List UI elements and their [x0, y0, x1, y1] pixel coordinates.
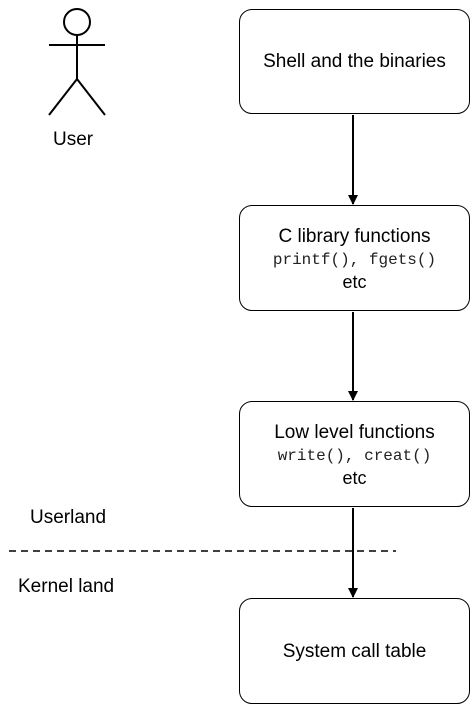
- low-level-box-note: etc: [342, 467, 367, 488]
- low-level-box-title: Low level functions: [274, 421, 435, 443]
- user-actor-icon: [48, 8, 106, 116]
- actor-right-leg: [76, 78, 106, 116]
- user-label: User: [53, 129, 94, 150]
- userland-label: Userland: [30, 507, 107, 528]
- c-library-functions-box: C library functions printf(), fgets() et…: [239, 205, 470, 311]
- actor-left-leg: [48, 78, 78, 116]
- shell-and-binaries-box: Shell and the binaries: [239, 9, 470, 114]
- system-call-table-box: System call table: [239, 598, 470, 704]
- c-library-box-title: C library functions: [278, 225, 431, 247]
- shell-box-title: Shell and the binaries: [263, 51, 446, 72]
- kernel-land-label: Kernel land: [18, 576, 115, 597]
- syscall-box-title: System call table: [282, 640, 427, 662]
- low-level-functions-box: Low level functions write(), creat() etc: [239, 401, 470, 507]
- low-level-box-code: write(), creat(): [277, 446, 432, 465]
- c-library-box-code: printf(), fgets(): [272, 250, 437, 269]
- c-library-box-note: etc: [342, 271, 367, 292]
- actor-head: [63, 8, 91, 36]
